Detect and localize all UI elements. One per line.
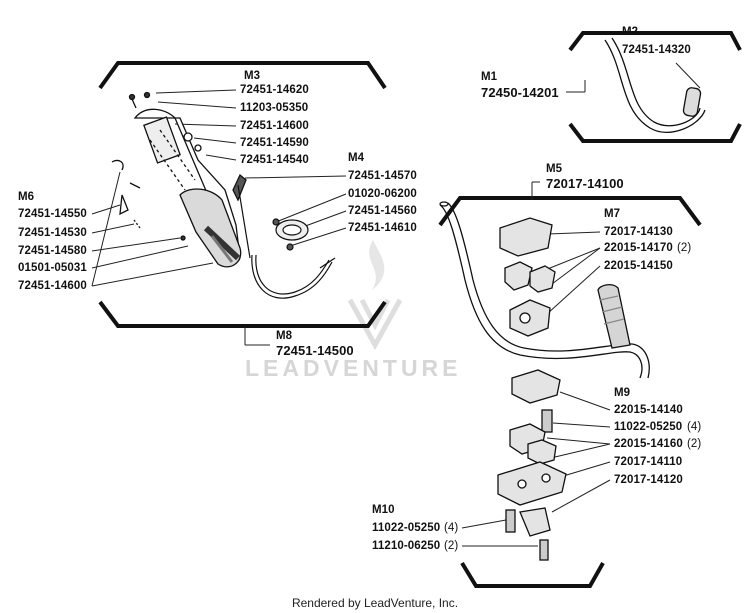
part-72451-14540: 72451-14540 bbox=[240, 154, 309, 166]
footer-text: Rendered by LeadVenture, Inc. bbox=[291, 596, 459, 610]
clamp-upper-parts bbox=[499, 217, 556, 337]
part-72017-14110: 72017-14110 bbox=[614, 456, 683, 468]
label-m6: M6 bbox=[18, 191, 35, 203]
qty-11022-05250-b: (4) bbox=[444, 522, 459, 534]
clamp-lower-parts bbox=[497, 369, 567, 561]
label-m3: M3 bbox=[244, 70, 261, 82]
part-72451-14620: 72451-14620 bbox=[240, 84, 309, 96]
part-72451-14530: 72451-14530 bbox=[18, 227, 87, 239]
part-72451-14590: 72451-14590 bbox=[240, 137, 309, 149]
watermark-logo bbox=[347, 240, 403, 351]
part-72451-14610: 72451-14610 bbox=[348, 222, 417, 234]
watermark-text: LEADVENTURE bbox=[245, 355, 462, 381]
part-72451-14600-b: 72451-14600 bbox=[18, 280, 87, 292]
label-m10: M10 bbox=[372, 504, 395, 516]
label-m1: M1 bbox=[481, 71, 498, 83]
part-11210-06250: 11210-06250 bbox=[372, 540, 441, 552]
label-m9: M9 bbox=[614, 387, 631, 399]
throttle-cable bbox=[237, 184, 336, 299]
part-11022-05250: 11022-05250 bbox=[614, 421, 683, 433]
handle-bar-upper bbox=[604, 37, 706, 133]
handle-bar-lower bbox=[439, 201, 650, 379]
throttle-handle-assembly bbox=[111, 91, 247, 268]
label-m5: M5 bbox=[546, 163, 563, 175]
part-72451-14560: 72451-14560 bbox=[348, 205, 417, 217]
part-22015-14170: 22015-14170 bbox=[604, 242, 673, 254]
part-72451-14600: 72451-14600 bbox=[240, 120, 309, 132]
part-22015-14150: 22015-14150 bbox=[604, 260, 673, 272]
group-brackets bbox=[98, 31, 742, 588]
part-72451-14580: 72451-14580 bbox=[18, 245, 87, 257]
part-01020-06200: 01020-06200 bbox=[348, 188, 417, 200]
part-22015-14140: 22015-14140 bbox=[614, 404, 683, 416]
assembly-72450-14201: 72450-14201 bbox=[481, 85, 559, 100]
assembly-72451-14500: 72451-14500 bbox=[276, 343, 354, 358]
label-m2: M2 bbox=[622, 26, 639, 38]
label-m7: M7 bbox=[604, 208, 621, 220]
qty-22015-14170: (2) bbox=[677, 242, 692, 254]
part-22015-14160: 22015-14160 bbox=[614, 438, 683, 450]
part-72017-14130: 72017-14130 bbox=[604, 226, 673, 238]
cable-clamp bbox=[272, 218, 309, 251]
part-01501-05031: 01501-05031 bbox=[18, 262, 87, 274]
part-72451-14320: 72451-14320 bbox=[622, 44, 691, 56]
part-72017-14120: 72017-14120 bbox=[614, 474, 683, 486]
label-m8: M8 bbox=[276, 330, 293, 342]
qty-11210-06250: (2) bbox=[444, 540, 459, 552]
part-11203-05350: 11203-05350 bbox=[240, 102, 309, 114]
qty-11022-05250: (4) bbox=[687, 421, 702, 433]
assembly-72017-14100: 72017-14100 bbox=[546, 176, 624, 191]
qty-22015-14160: (2) bbox=[687, 438, 702, 450]
part-72451-14550: 72451-14550 bbox=[18, 208, 87, 220]
part-11022-05250-b: 11022-05250 bbox=[372, 522, 441, 534]
part-72451-14570: 72451-14570 bbox=[348, 170, 417, 182]
label-m4: M4 bbox=[348, 152, 365, 164]
